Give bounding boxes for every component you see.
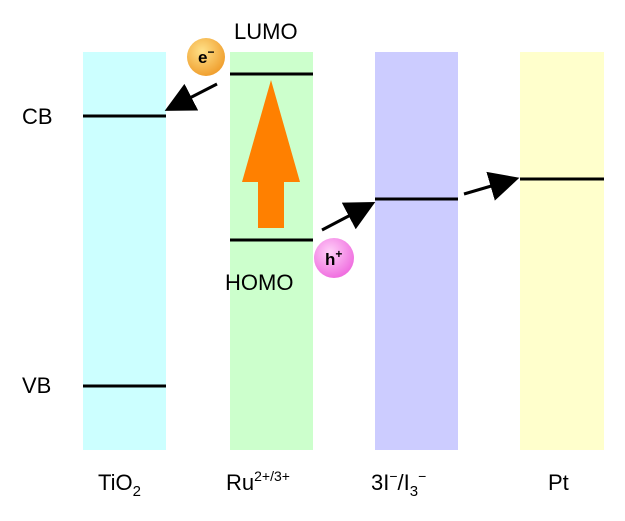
regeneration-arrow <box>463 171 520 201</box>
lumo-label: LUMO <box>234 19 298 44</box>
pt-bar <box>520 52 604 450</box>
homo-label: HOMO <box>225 270 293 295</box>
svg-text:e−: e− <box>198 45 214 67</box>
svg-text:h+: h+ <box>325 247 342 269</box>
iodide-bar <box>375 52 458 450</box>
excitation-arrow <box>242 80 300 228</box>
hole-badge: h+ <box>314 238 354 278</box>
pt-label: Pt <box>548 470 569 495</box>
vb-label: VB <box>22 373 51 398</box>
electron-badge: e− <box>187 38 225 76</box>
cb-label: CB <box>22 104 53 129</box>
hole-transfer-arrow <box>321 202 376 232</box>
iodide-label: 3I−/I3− <box>371 468 426 500</box>
ru-label: Ru2+/3+ <box>226 468 290 495</box>
electron-injection-arrow <box>164 82 218 111</box>
tio2-bar <box>83 52 166 450</box>
tio2-label: TiO2 <box>98 470 141 500</box>
